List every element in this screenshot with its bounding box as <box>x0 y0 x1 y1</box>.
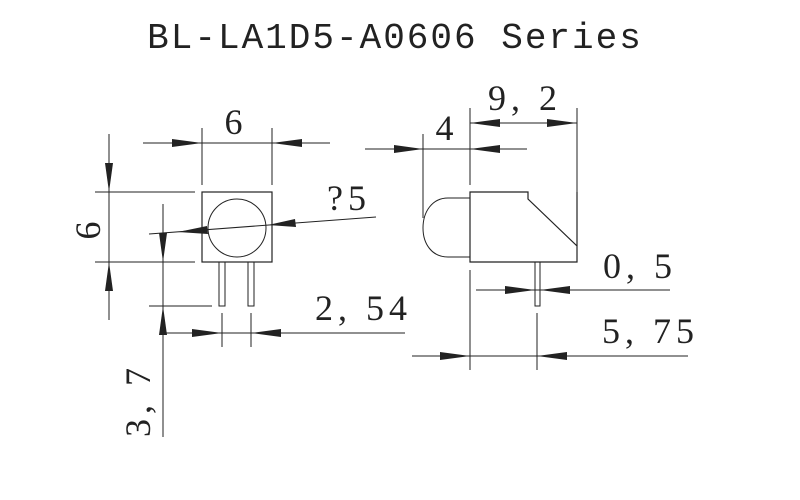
side-view: 9, 2 4 0, 5 5, 75 <box>365 78 699 370</box>
dimension-depth: 9, 2 <box>469 78 578 262</box>
dimension-diameter: ?5 <box>148 178 377 235</box>
pin-right <box>247 261 255 307</box>
dimension-pin-offset-label: 5, 75 <box>602 311 699 351</box>
front-view: 6 6 ?5 3, 7 <box>68 102 412 437</box>
led-lens <box>207 198 267 258</box>
dimension-pin-length-label: 3, 7 <box>118 363 158 437</box>
dimension-width-label: 6 <box>225 102 248 142</box>
dimension-pin-offset: 5, 75 <box>412 270 699 370</box>
dimension-lens: 4 <box>365 108 527 218</box>
led-body-front <box>201 191 273 263</box>
dimension-pin-length: 3, 7 <box>118 204 212 437</box>
dimension-height: 6 <box>68 134 195 320</box>
led-dome <box>422 197 470 258</box>
dimension-pin-pitch-label: 2, 54 <box>315 288 412 328</box>
dimension-height-label: 6 <box>68 217 108 240</box>
led-body-side <box>469 191 578 263</box>
dimension-pin-width: 0, 5 <box>476 246 677 294</box>
drawing-title: BL-LA1D5-A0606 Series <box>147 18 643 59</box>
dimension-pin-pitch: 2, 54 <box>163 288 412 347</box>
pin-left <box>218 261 226 307</box>
dimension-width: 6 <box>143 102 330 185</box>
dimension-diameter-label: ?5 <box>327 178 371 218</box>
dimension-depth-label: 9, 2 <box>488 78 562 118</box>
dimension-pin-width-label: 0, 5 <box>603 246 677 286</box>
dimension-lens-label: 4 <box>436 108 459 148</box>
pin-side <box>534 261 541 307</box>
